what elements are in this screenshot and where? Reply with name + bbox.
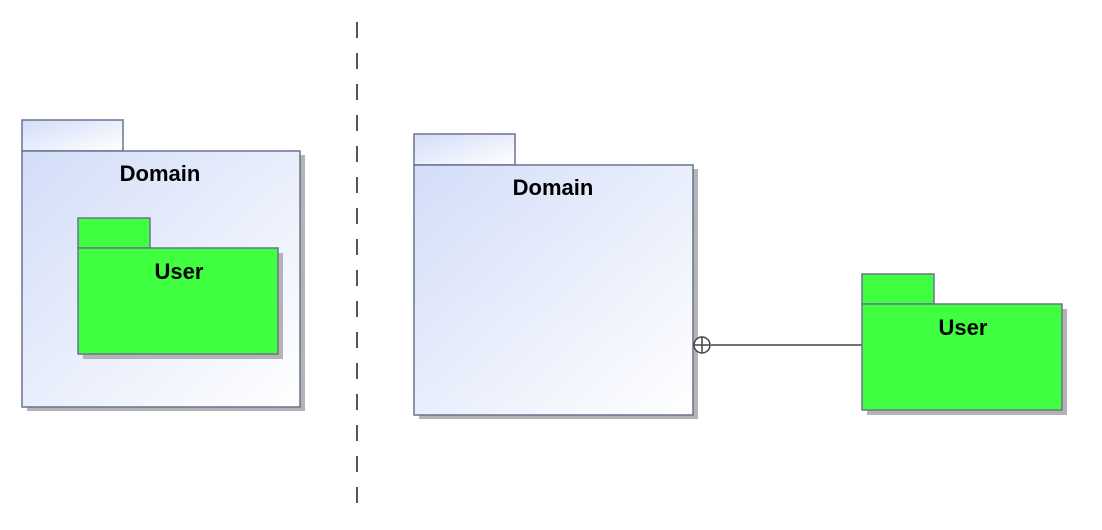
right-domain-body [413, 164, 694, 416]
right-user-package[interactable]: User [861, 273, 1067, 415]
left-user-body [77, 247, 279, 355]
left-user-tab [77, 217, 151, 249]
right-domain-tab [413, 133, 516, 166]
right-domain-package[interactable]: Domain [413, 133, 698, 419]
left-user-package[interactable]: User [77, 217, 283, 359]
left-user-label: User [155, 259, 204, 284]
left-example: Domain User [21, 119, 305, 411]
right-domain-label: Domain [513, 175, 594, 200]
left-domain-tab [21, 119, 124, 152]
right-user-body [861, 303, 1063, 411]
left-domain-label: Domain [120, 161, 201, 186]
right-user-label: User [939, 315, 988, 340]
containment-connector[interactable] [693, 336, 862, 354]
right-example: Domain User [413, 133, 1067, 419]
right-user-tab [861, 273, 935, 305]
